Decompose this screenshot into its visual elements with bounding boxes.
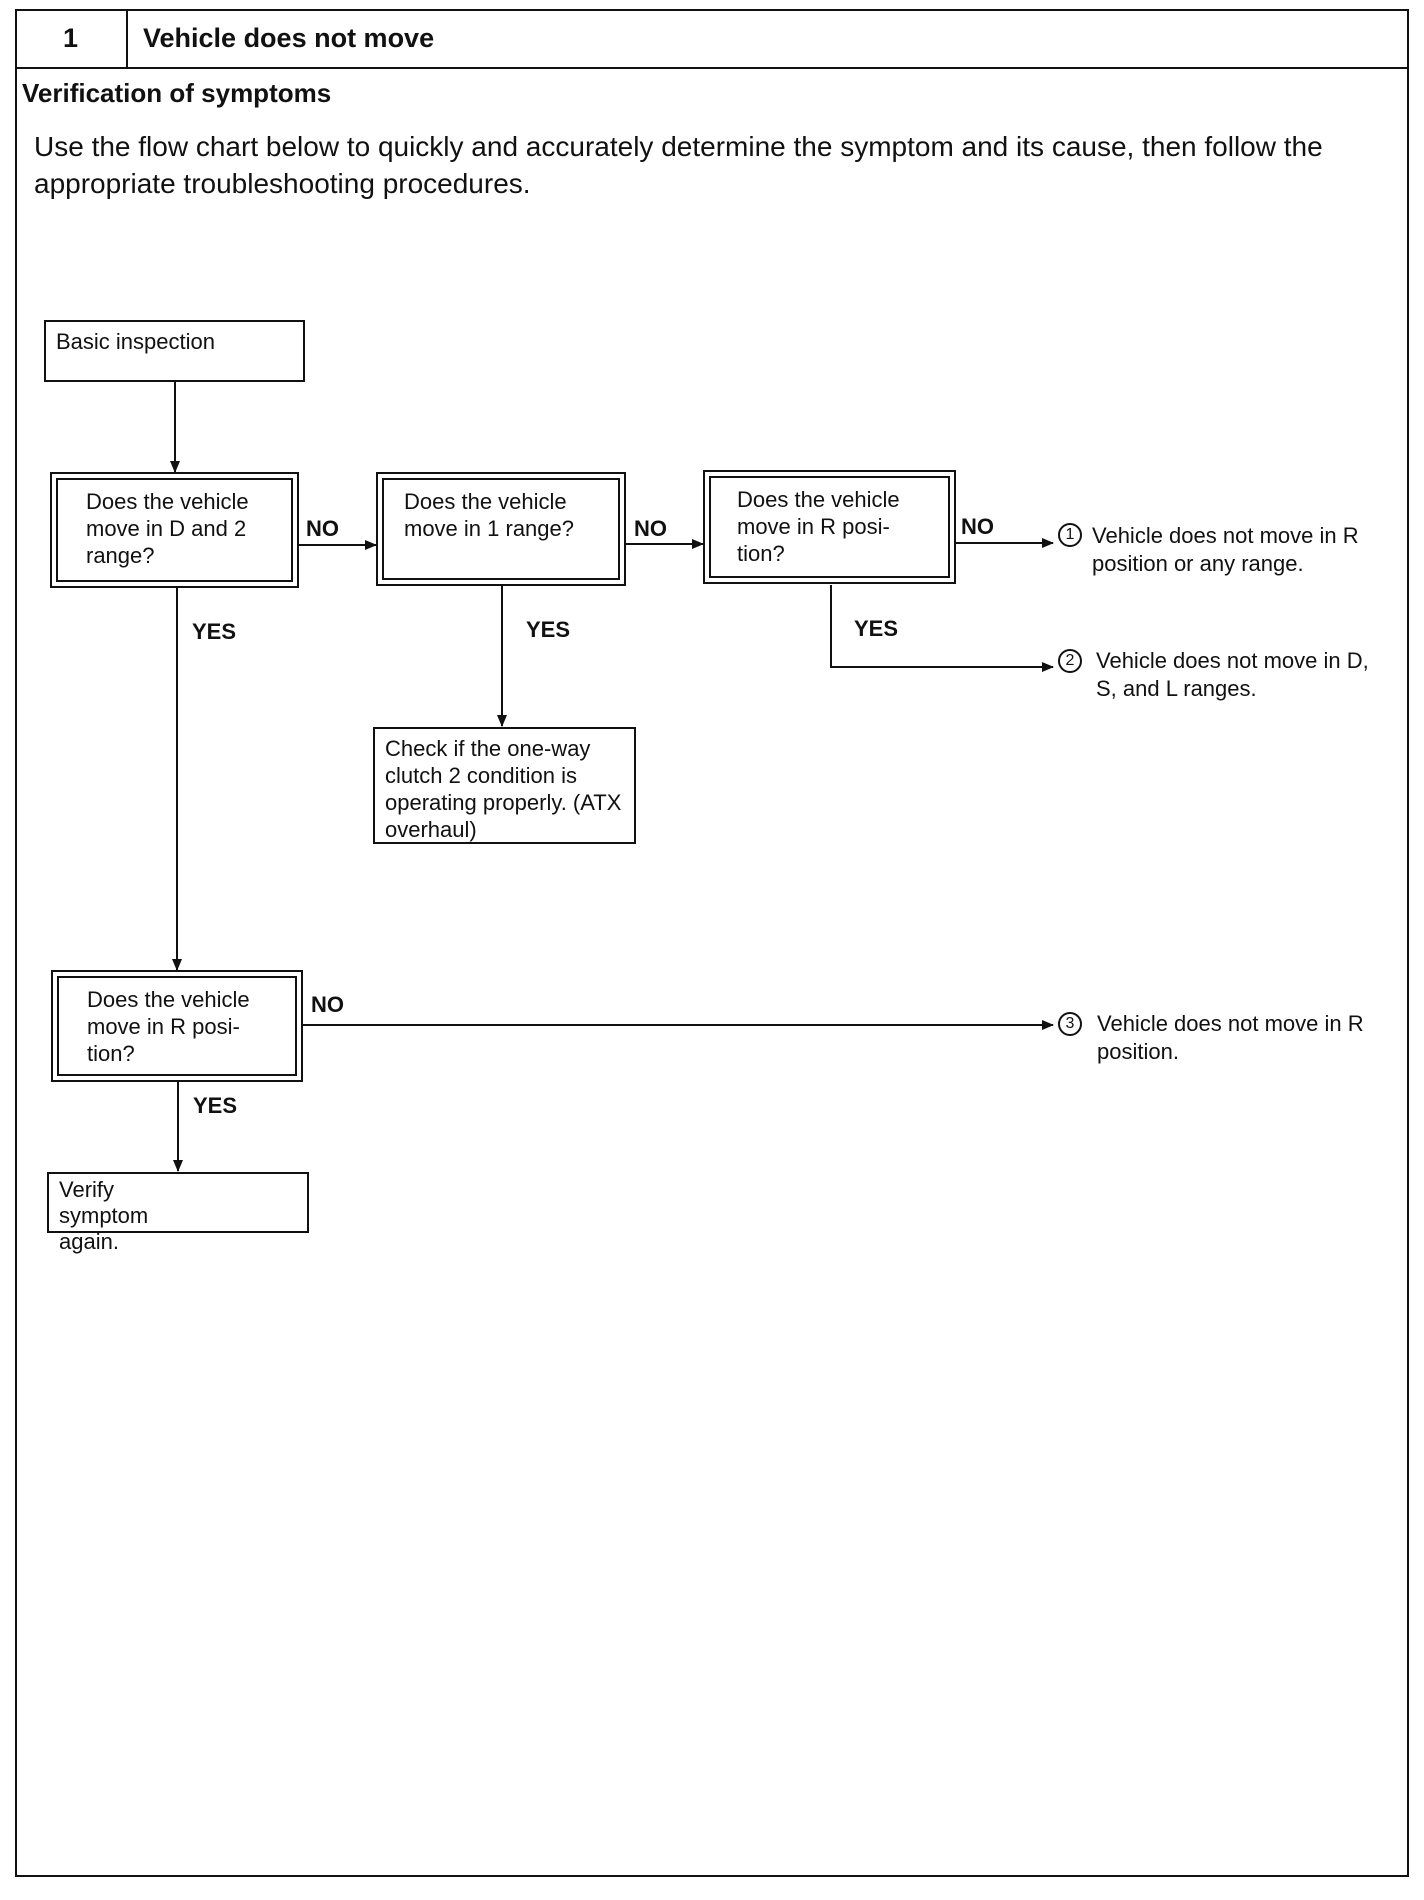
section-heading: Verification of symptoms — [22, 78, 332, 108]
node-decision-r-position-1-text: Does the vehicle move in R posi- tion? — [709, 476, 950, 578]
label-yes: YES — [192, 619, 237, 644]
page-title: Vehicle does not move — [143, 22, 435, 53]
label-no: NO — [306, 516, 339, 541]
label-no: NO — [634, 516, 667, 541]
page-frame — [15, 9, 1409, 1877]
header-row: 1 Vehicle does not move — [15, 9, 1409, 69]
label-yes: YES — [526, 617, 571, 642]
node-decision-r-position-2-text: Does the vehicle move in R posi- tion? — [57, 976, 297, 1076]
result-1-text: Vehicle does not move in R position or a… — [1092, 523, 1359, 576]
node-decision-d-and-2: Does the vehicle move in D and 2 range? — [50, 472, 299, 588]
result-1-marker: 1 — [1058, 523, 1082, 547]
label-no: NO — [961, 514, 994, 539]
label-yes: YES — [193, 1093, 238, 1118]
label-no: NO — [311, 992, 344, 1017]
label-yes: YES — [854, 616, 899, 641]
node-decision-r-position-2: Does the vehicle move in R posi- tion? — [51, 970, 303, 1082]
arrow-q3-yes — [830, 585, 1054, 672]
node-check-one-way-clutch: Check if the one-way clutch 2 condition … — [373, 727, 636, 844]
result-3-text: Vehicle does not move in R position. — [1097, 1011, 1364, 1064]
node-basic-inspection: Basic inspection — [44, 320, 305, 382]
intro-paragraph: Use the flow chart below to quickly and … — [34, 131, 1323, 199]
result-2-marker: 2 — [1058, 649, 1082, 673]
section-number: 1 — [15, 9, 128, 67]
node-decision-1-range-text: Does the vehicle move in 1 range? — [382, 478, 620, 580]
result-2-text: Vehicle does not move in D, S, and L ran… — [1096, 648, 1369, 701]
node-decision-1-range: Does the vehicle move in 1 range? — [376, 472, 626, 586]
node-decision-d-and-2-text: Does the vehicle move in D and 2 range? — [56, 478, 293, 582]
node-decision-r-position-1: Does the vehicle move in R posi- tion? — [703, 470, 956, 584]
node-verify-again: Verify symptom again. — [47, 1172, 309, 1254]
result-3-marker: 3 — [1058, 1012, 1082, 1036]
